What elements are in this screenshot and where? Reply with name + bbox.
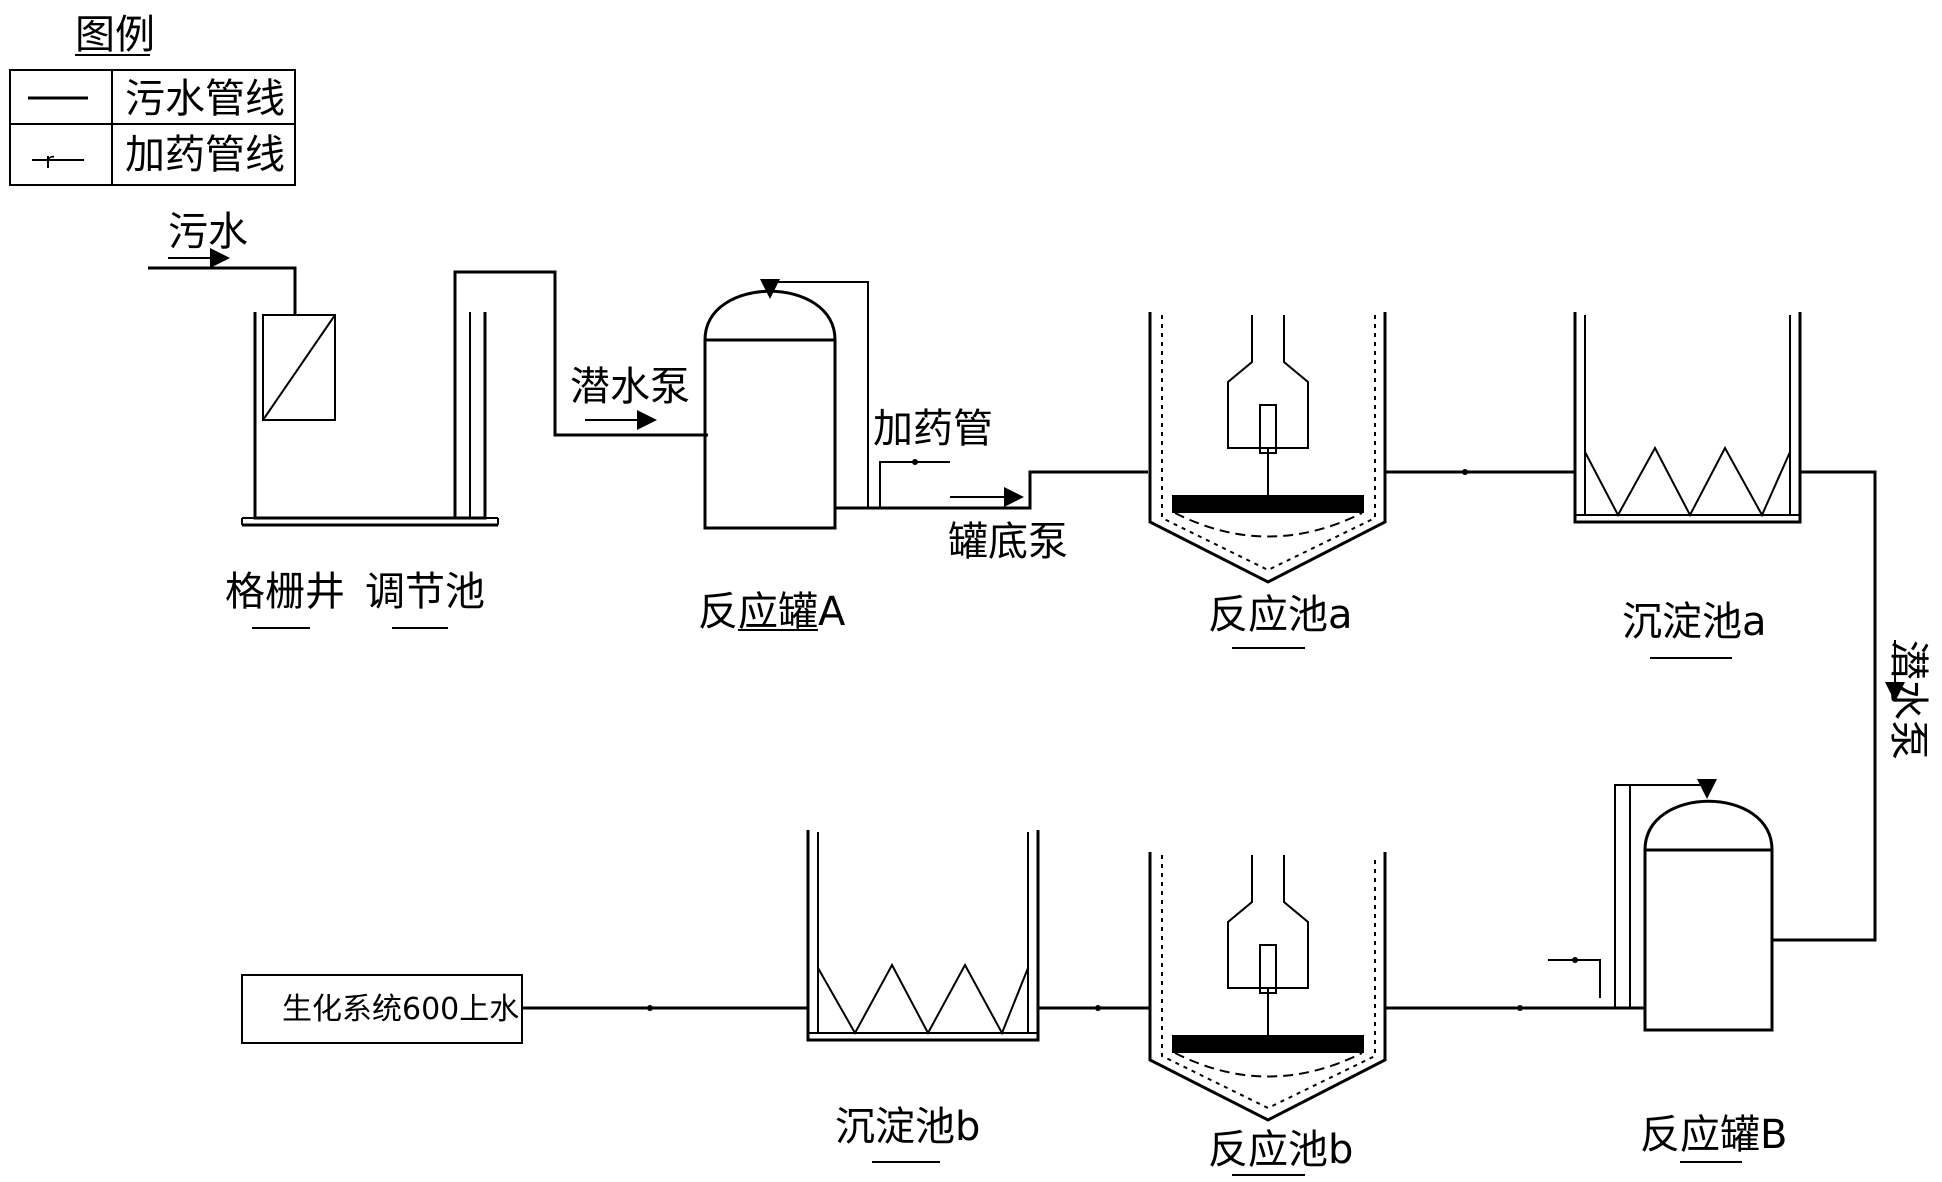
settling-pool-b: 沉淀池b — [806, 830, 1040, 1163]
reactor-tank-a: 反应罐A — [698, 279, 869, 635]
pipe-settling-a-to-tank-b — [1772, 470, 1877, 942]
inlet: 污水 — [148, 209, 297, 315]
svg-text:r: r — [45, 149, 55, 174]
legend-label-sewage: 污水管线 — [125, 76, 285, 122]
legend-dosing-line-symbol: r — [32, 149, 84, 174]
legend-title: 图例 — [75, 12, 155, 58]
reaction-pool-a-label: 反应池a — [1208, 592, 1353, 638]
dosing-pipe-label: 加药管 — [873, 406, 993, 452]
grid-well-label: 格栅井 — [225, 569, 345, 615]
submersible-pump-2: 潜水泵 — [1885, 640, 1931, 760]
outlet-box: 生化系统600上水 — [241, 974, 523, 1044]
reactor-tank-a-label: 反应罐A — [698, 589, 846, 635]
outlet-box-label: 生化系统600上水 — [282, 992, 519, 1027]
reaction-pool-b-label: 反应池b — [1208, 1127, 1353, 1173]
dosing-pipe-2 — [1548, 959, 1601, 998]
tank-bottom-pump-label: 罐底泵 — [948, 519, 1068, 565]
tank-bottom-pump: 罐底泵 — [948, 487, 1068, 565]
settling-pool-a-label: 沉淀池a — [1622, 599, 1767, 645]
inlet-label: 污水 — [168, 209, 248, 255]
submersible-pump-2-label: 潜水泵 — [1885, 640, 1931, 760]
screen-grid — [262, 314, 336, 421]
pipe-tank-a-to-pool-a — [835, 470, 1148, 510]
legend-label-dosing: 加药管线 — [125, 132, 285, 178]
pipe-pool-to-tank-a — [453, 270, 708, 518]
submersible-pump-1-label: 潜水泵 — [570, 364, 690, 410]
reactor-tank-b-label: 反应罐B — [1640, 1112, 1787, 1158]
reaction-pool-b: 反应池b — [1148, 852, 1387, 1176]
submersible-pump-1: 潜水泵 — [570, 364, 690, 430]
grid-well-regulating-pool: 格栅井 调节池 — [225, 312, 499, 629]
reaction-pool-a: 反应池a — [1148, 312, 1387, 649]
settling-pool-b-label: 沉淀池b — [835, 1104, 980, 1150]
reactor-tank-b: 反应罐B — [1614, 779, 1787, 1163]
dosing-pipe-1: 加药管 — [873, 406, 993, 508]
settling-pool-a: 沉淀池a — [1573, 312, 1802, 659]
legend: 图例 污水管线 r 加药管线 — [9, 12, 296, 186]
regulating-pool-label: 调节池 — [365, 569, 485, 615]
